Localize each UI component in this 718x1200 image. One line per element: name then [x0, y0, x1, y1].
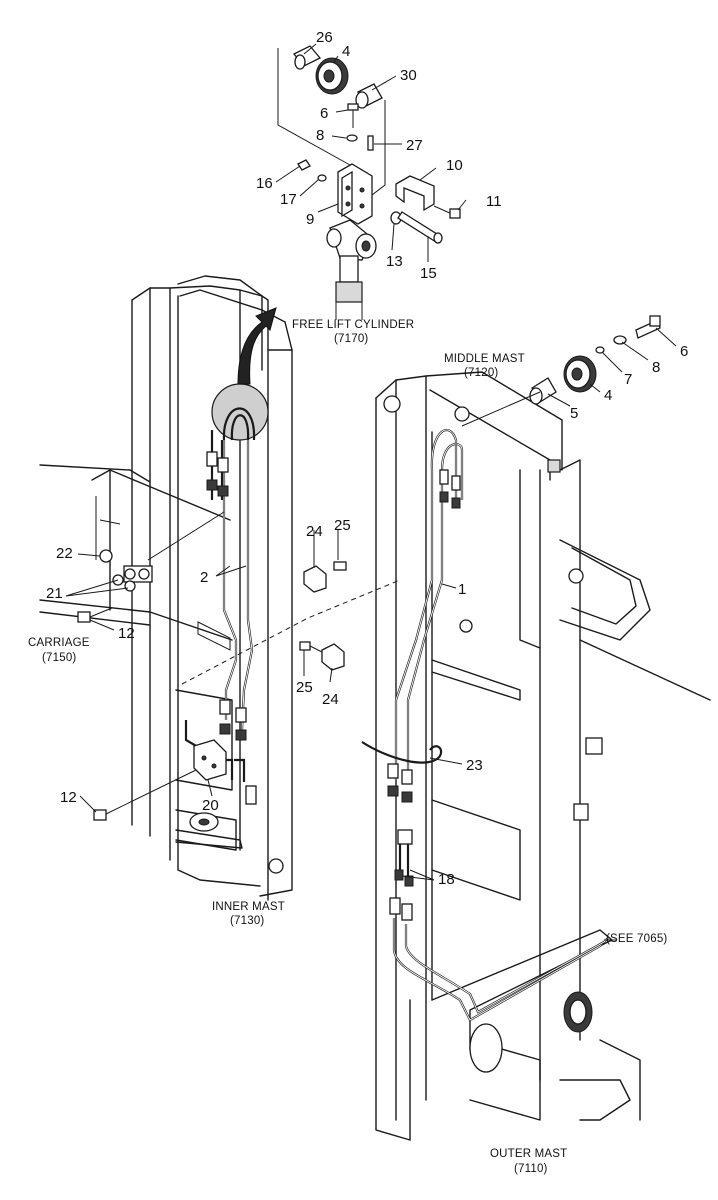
callout-25-upper: 25 [334, 517, 351, 534]
bracket-9 [337, 163, 373, 225]
callout-12-lower: 12 [60, 789, 77, 806]
callout-12-upper: 12 [118, 625, 135, 642]
free-lift-cylinder-label: FREE LIFT CYLINDER [292, 319, 414, 331]
callout-18: 18 [438, 871, 455, 888]
pin-5 [529, 377, 557, 405]
callout-16: 16 [256, 175, 273, 192]
callout-20: 20 [202, 797, 219, 814]
bolt-6-top [347, 103, 359, 128]
sheave-4-right [563, 355, 597, 393]
fittings-18 [389, 829, 414, 921]
block-20 [193, 739, 227, 781]
assembly-labels: FREE LIFT CYLINDER (7170) MIDDLE MAST (7… [28, 319, 667, 1175]
bracket-10 [395, 175, 435, 212]
callout-13: 13 [386, 253, 403, 270]
free-lift-cylinder-code: (7170) [334, 333, 368, 345]
washer-8-top [346, 134, 358, 142]
strap-23 [361, 741, 443, 764]
outer-mast-assembly [375, 371, 711, 1141]
clamp-24-lower [299, 641, 345, 671]
callout-30: 30 [400, 67, 417, 84]
nut-16 [297, 159, 311, 171]
see-7065-label: (SEE 7065) [606, 933, 667, 945]
clamp-24-upper [303, 561, 347, 593]
callout-23: 23 [466, 757, 483, 774]
callout-6-right: 6 [680, 343, 688, 360]
middle-mast-code: (7120) [464, 367, 498, 379]
pin-27 [367, 135, 374, 151]
outer-mast-label: OUTER MAST [490, 1148, 567, 1160]
bolt-11 [433, 205, 461, 219]
callout-numbers: 26 4 30 6 8 27 10 16 17 11 9 13 15 6 8 7… [46, 29, 688, 888]
callout-9: 9 [306, 211, 314, 228]
washer-7 [595, 346, 605, 354]
callout-1: 1 [458, 581, 466, 598]
hose-pair-2 [184, 430, 254, 782]
free-lift-cylinder-head [326, 219, 377, 320]
callout-25-lower: 25 [296, 679, 313, 696]
middle-mast-label: MIDDLE MAST [444, 353, 525, 365]
callout-11: 11 [486, 193, 502, 210]
callout-4-top: 4 [342, 43, 350, 60]
callout-4-right: 4 [604, 387, 612, 404]
washer-8-right [613, 335, 627, 345]
callout-17: 17 [280, 191, 297, 208]
lift-direction-arrow [237, 307, 277, 385]
spacer-26 [292, 45, 322, 70]
callout-8-top: 8 [316, 127, 324, 144]
carriage-code: (7150) [42, 652, 76, 664]
inner-mast-label: INNER MAST [212, 901, 285, 913]
callout-2: 2 [200, 569, 208, 586]
callout-15: 15 [420, 265, 437, 282]
callout-5: 5 [570, 405, 578, 422]
callout-27: 27 [406, 137, 423, 154]
hose-pair-1 [387, 429, 464, 803]
inner-mast-assembly [39, 275, 401, 901]
callout-26: 26 [316, 29, 333, 46]
callout-6-top: 6 [320, 105, 328, 122]
callout-24-lower: 24 [322, 691, 339, 708]
steel-tube [392, 918, 609, 1022]
outer-mast-code: (7110) [514, 1163, 548, 1175]
callout-7: 7 [624, 371, 632, 388]
bushing-30 [355, 83, 383, 109]
bolt-12-upper [77, 607, 113, 623]
sheave-4-top [315, 57, 349, 95]
bolt-15 [397, 211, 443, 244]
callout-24-upper: 24 [306, 523, 323, 540]
bolt-12-lower [93, 769, 197, 821]
carriage-label: CARRIAGE [28, 637, 90, 649]
sheave-highlight-circle [211, 383, 269, 441]
callout-21: 21 [46, 585, 63, 602]
callout-10: 10 [446, 157, 463, 174]
washer-17 [317, 174, 327, 182]
inner-mast-code: (7130) [230, 915, 264, 927]
callout-8-right: 8 [652, 359, 660, 376]
free-lift-head-assembly [277, 45, 461, 320]
bolt-6-right [635, 315, 661, 339]
callout-22: 22 [56, 545, 73, 562]
leader-lines [65, 43, 677, 941]
